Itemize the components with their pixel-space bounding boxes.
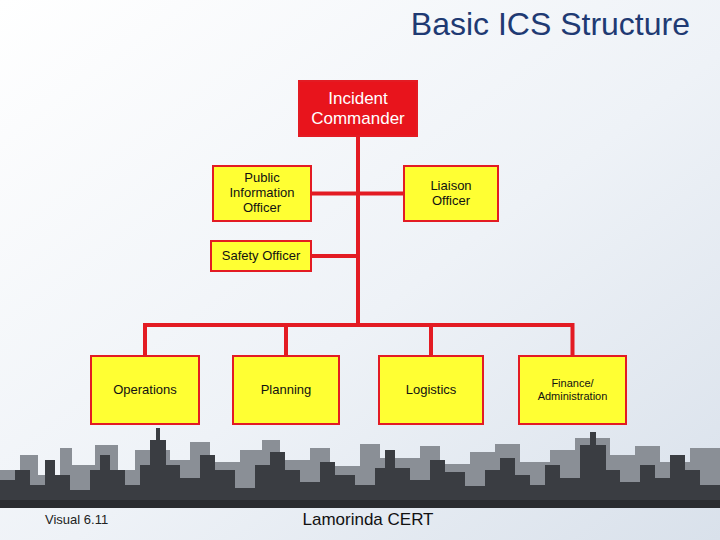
staff-box: Safety Officer bbox=[210, 240, 312, 272]
org-connector bbox=[358, 137, 573, 355]
slide-number: Visual 6.11 bbox=[45, 512, 108, 527]
box-label: Logistics bbox=[406, 383, 457, 398]
box-label: Operations bbox=[113, 383, 177, 398]
staff-box: Public Information Officer bbox=[212, 165, 312, 222]
org-connector bbox=[358, 137, 403, 194]
staff-box: Liaison Officer bbox=[403, 165, 499, 222]
box-label: Safety Officer bbox=[222, 249, 301, 264]
section-box: Finance/ Administration bbox=[518, 355, 627, 425]
footer-text: Lamorinda CERT bbox=[302, 510, 433, 530]
box-label: Liaison Officer bbox=[417, 179, 485, 209]
org-connector bbox=[312, 137, 358, 256]
ground-band bbox=[0, 500, 720, 508]
commander-box: Incident Commander bbox=[298, 80, 418, 137]
org-connector bbox=[145, 137, 358, 355]
org-connector bbox=[312, 137, 358, 194]
box-label: Incident Commander bbox=[304, 89, 412, 128]
box-label: Public Information Officer bbox=[218, 171, 306, 216]
slide-title: Basic ICS Structure bbox=[411, 6, 690, 43]
box-label: Finance/ Administration bbox=[524, 377, 621, 402]
section-box: Logistics bbox=[378, 355, 484, 425]
section-box: Operations bbox=[90, 355, 200, 425]
skyline-front bbox=[0, 428, 720, 505]
box-label: Planning bbox=[261, 383, 312, 398]
section-box: Planning bbox=[232, 355, 340, 425]
